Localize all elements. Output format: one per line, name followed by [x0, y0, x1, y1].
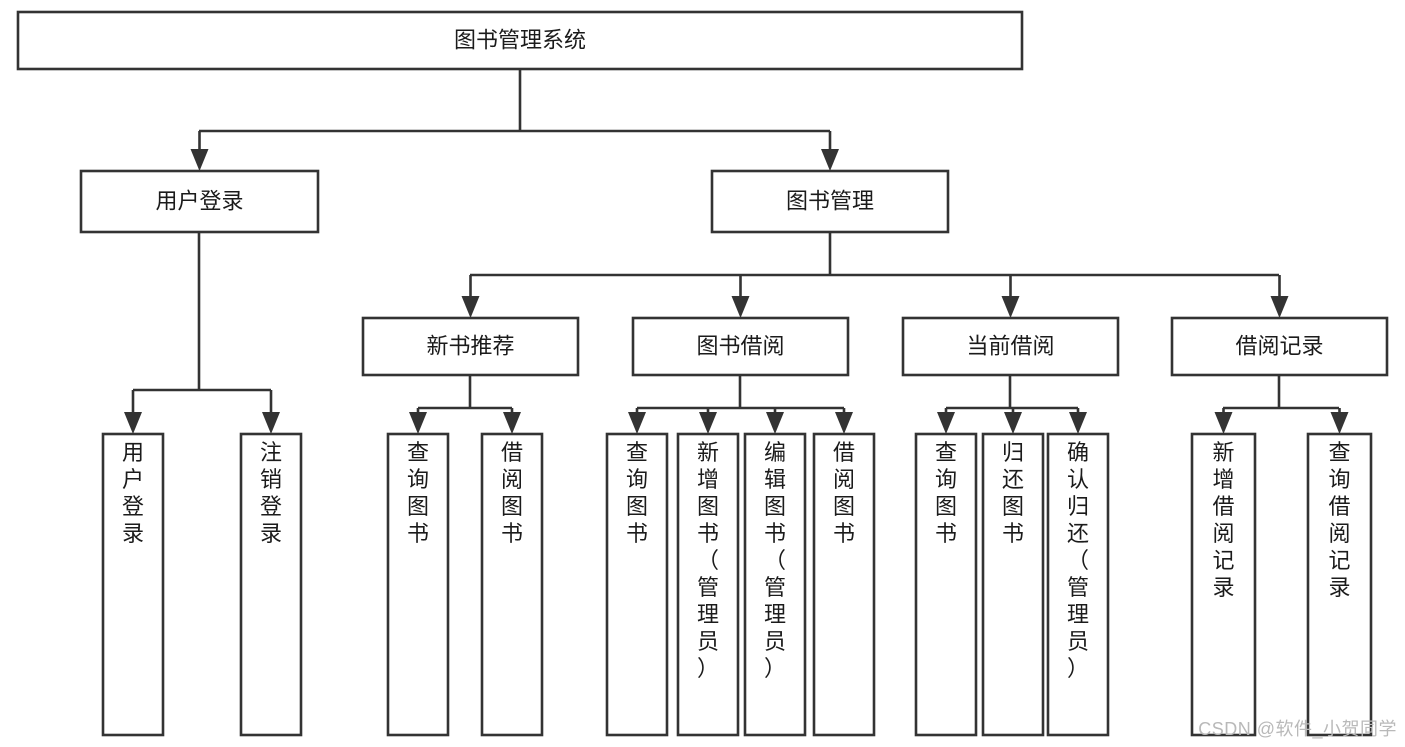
node-leaf-edit-book[interactable]: 编辑图书（管理员） — [743, 432, 807, 737]
node-leaf-query-borrow-record[interactable]: 查询借阅记录 — [1306, 432, 1373, 737]
node-book-manage[interactable]: 图书管理 — [710, 169, 950, 234]
node-leaf-query-book-current[interactable]: 查询图书 — [914, 432, 978, 737]
node-box-new-book-recommend[interactable] — [361, 316, 580, 377]
node-leaf-user-login[interactable]: 用户登录 — [101, 432, 165, 737]
arrow-head-new-book-recommend-0 — [409, 412, 427, 434]
node-label-root: 图书管理系统 — [454, 27, 586, 52]
node-box-current-borrow[interactable] — [901, 316, 1120, 377]
node-box-leaf-query-book-current[interactable] — [914, 432, 978, 737]
node-root[interactable]: 图书管理系统 — [16, 10, 1024, 71]
connector-group-current-borrow — [937, 375, 1087, 434]
arrow-head-root-1 — [821, 149, 839, 171]
node-leaf-add-book[interactable]: 新增图书（管理员） — [676, 432, 740, 737]
node-user-login[interactable]: 用户登录 — [79, 169, 320, 234]
node-box-leaf-edit-book[interactable] — [743, 432, 807, 737]
node-box-borrow-record[interactable] — [1170, 316, 1389, 377]
node-box-leaf-query-book-borrow[interactable] — [605, 432, 669, 737]
node-leaf-add-borrow-record[interactable]: 新增借阅记录 — [1190, 432, 1257, 737]
arrow-head-current-borrow-0 — [937, 412, 955, 434]
arrow-head-borrow-record-1 — [1330, 412, 1349, 434]
node-label-leaf-query-book-recommend: 查询图书 — [407, 440, 429, 546]
arrow-head-user-login-1 — [262, 412, 280, 434]
node-label-borrow-record: 借阅记录 — [1235, 333, 1323, 358]
arrow-head-new-book-recommend-1 — [503, 412, 521, 434]
node-box-leaf-user-login[interactable] — [101, 432, 165, 737]
arrow-head-book-manage-2 — [1001, 296, 1020, 318]
node-leaf-query-book-recommend[interactable]: 查询图书 — [386, 432, 450, 737]
connector-group-new-book-recommend — [409, 375, 521, 434]
node-label-leaf-query-borrow-record: 查询借阅记录 — [1328, 440, 1350, 600]
node-box-root[interactable] — [16, 10, 1024, 71]
node-label-leaf-borrow-book: 借阅图书 — [833, 440, 855, 546]
node-label-leaf-edit-book: 编辑图书（管理员） — [764, 440, 786, 681]
arrow-head-current-borrow-2 — [1069, 412, 1087, 434]
node-box-user-login[interactable] — [79, 169, 320, 234]
node-box-leaf-add-borrow-record[interactable] — [1190, 432, 1257, 737]
connector-group-user-login — [124, 232, 280, 434]
node-book-borrow[interactable]: 图书借阅 — [631, 316, 850, 377]
node-layer: 图书管理系统用户登录图书管理新书推荐图书借阅当前借阅借阅记录用户登录注销登录查询… — [16, 10, 1389, 737]
node-borrow-record[interactable]: 借阅记录 — [1170, 316, 1389, 377]
node-label-leaf-query-book-current: 查询图书 — [935, 440, 957, 546]
node-box-leaf-add-book[interactable] — [676, 432, 740, 737]
node-label-leaf-user-login: 用户登录 — [122, 440, 144, 546]
node-leaf-confirm-return[interactable]: 确认归还（管理员） — [1046, 432, 1110, 737]
node-label-leaf-return-book: 归还图书 — [1002, 440, 1024, 546]
arrow-head-book-borrow-2 — [766, 412, 784, 434]
node-box-leaf-borrow-book-recommend[interactable] — [480, 432, 544, 737]
connector-group-root — [190, 69, 839, 171]
node-box-leaf-query-book-recommend[interactable] — [386, 432, 450, 737]
node-label-leaf-add-book: 新增图书（管理员） — [697, 440, 719, 681]
connector-group-book-borrow — [628, 375, 853, 434]
node-box-book-borrow[interactable] — [631, 316, 850, 377]
arrow-head-book-manage-1 — [731, 296, 750, 318]
node-leaf-borrow-book[interactable]: 借阅图书 — [812, 432, 876, 737]
connector-group-borrow-record — [1214, 375, 1349, 434]
node-label-leaf-logout-login: 注销登录 — [260, 440, 282, 546]
node-label-leaf-query-book-borrow: 查询图书 — [626, 440, 648, 546]
node-new-book-recommend[interactable]: 新书推荐 — [361, 316, 580, 377]
node-box-leaf-query-borrow-record[interactable] — [1306, 432, 1373, 737]
arrow-head-book-manage-3 — [1270, 296, 1289, 318]
node-leaf-logout-login[interactable]: 注销登录 — [239, 432, 303, 737]
node-label-leaf-add-borrow-record: 新增借阅记录 — [1212, 440, 1234, 600]
node-label-leaf-borrow-book-recommend: 借阅图书 — [501, 440, 523, 546]
node-current-borrow[interactable]: 当前借阅 — [901, 316, 1120, 377]
node-box-book-manage[interactable] — [710, 169, 950, 234]
node-label-book-manage: 图书管理 — [786, 188, 874, 213]
node-leaf-query-book-borrow[interactable]: 查询图书 — [605, 432, 669, 737]
node-label-leaf-confirm-return: 确认归还（管理员） — [1067, 440, 1089, 681]
arrow-head-book-manage-0 — [461, 296, 480, 318]
arrow-head-book-borrow-3 — [835, 412, 853, 434]
arrow-head-root-0 — [190, 149, 209, 171]
arrow-head-book-borrow-1 — [699, 412, 717, 434]
arrow-head-borrow-record-0 — [1214, 412, 1233, 434]
node-leaf-return-book[interactable]: 归还图书 — [981, 432, 1045, 737]
arrow-head-book-borrow-0 — [628, 412, 646, 434]
node-leaf-borrow-book-recommend[interactable]: 借阅图书 — [480, 432, 544, 737]
node-label-current-borrow: 当前借阅 — [966, 333, 1054, 358]
connector-layer — [124, 69, 1349, 434]
arrow-head-user-login-0 — [124, 412, 142, 434]
node-box-leaf-return-book[interactable] — [981, 432, 1045, 737]
node-label-user-login: 用户登录 — [155, 188, 243, 213]
node-box-leaf-borrow-book[interactable] — [812, 432, 876, 737]
connector-group-book-manage — [461, 232, 1289, 318]
node-box-leaf-confirm-return[interactable] — [1046, 432, 1110, 737]
arrow-head-current-borrow-1 — [1004, 412, 1022, 434]
node-label-new-book-recommend: 新书推荐 — [426, 333, 514, 358]
node-label-book-borrow: 图书借阅 — [696, 333, 784, 358]
node-box-leaf-logout-login[interactable] — [239, 432, 303, 737]
